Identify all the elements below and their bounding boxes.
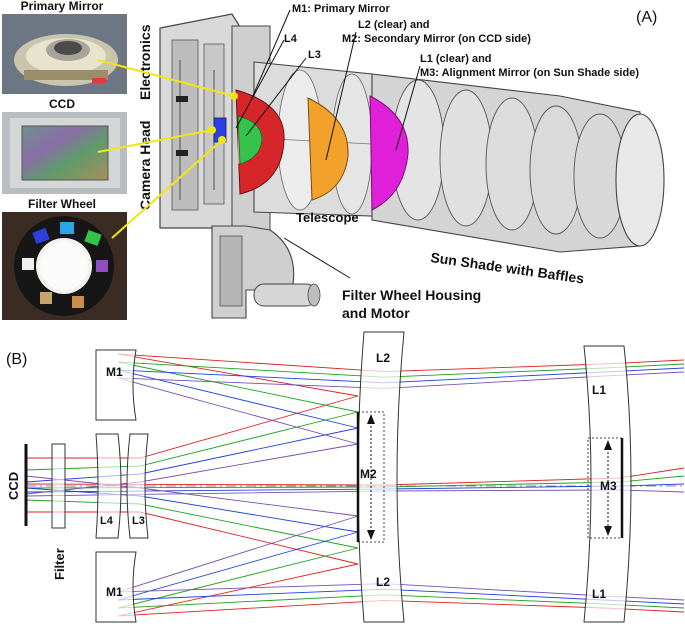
m3-aperture-box (587, 437, 623, 539)
label-l1-top: L1 (592, 383, 606, 397)
label-filter: Filter (52, 548, 67, 580)
ray-center-1 (25, 475, 685, 489)
m2-aperture-box (357, 411, 385, 543)
lens-l1-alignment-mirror (369, 95, 409, 211)
ray-center-3 (25, 489, 685, 497)
label-fw-housing-line1: Filter Wheel Housing (342, 287, 481, 303)
photo-title-primary-mirror: Primary Mirror (21, 0, 104, 13)
label-m1-primary-mirror: M1: Primary Mirror (292, 3, 391, 15)
label-l2-bottom: L2 (376, 575, 390, 589)
label-l1-bottom: L1 (592, 587, 606, 601)
panel-b: (B) CCD Filter M1 M1 L4 L3 L2 L2 M2 (6, 331, 685, 623)
panel-tag-b: (B) (6, 351, 27, 368)
l4-element (95, 433, 122, 539)
lens-l2-secondary-mirror (307, 97, 349, 201)
photo-leader-lines (97, 59, 238, 239)
photo-primary-mirror (2, 14, 127, 94)
label-m2: M2 (360, 467, 377, 481)
l3-element (126, 433, 149, 539)
photo-title-ccd: CCD (49, 97, 75, 111)
label-l2-line1: L2 (clear) and (358, 19, 430, 31)
sun-shade (371, 73, 665, 253)
label-electronics: Electronics (137, 24, 153, 100)
photo-filter-wheel (2, 212, 127, 320)
photo-title-filter-wheel: Filter Wheel (28, 197, 96, 211)
m2-arrow-head-down (367, 530, 375, 540)
m3-arrow-head-down (604, 526, 612, 536)
label-camera-head: Camera Head (137, 121, 153, 211)
filter-wheel-housing (211, 225, 321, 319)
label-l4: L4 (100, 515, 114, 527)
label-l3: L3 (132, 515, 145, 527)
label-l3: L3 (308, 49, 321, 61)
ray-center-0 (25, 467, 685, 486)
camera-head-housing (159, 13, 271, 237)
m2-arrow-head-up (367, 414, 375, 424)
panel-a: Primary Mirror CCD (2, 0, 665, 321)
photo-ccd (2, 112, 127, 194)
label-m3: M3 (600, 479, 617, 493)
ray-center-2 (25, 483, 685, 493)
label-ccd: CCD (6, 472, 21, 500)
m1-bottom-element (95, 551, 137, 623)
label-fw-housing-line2: and Motor (342, 305, 410, 321)
label-l4: L4 (284, 33, 298, 45)
label-sun-shade: Sun Shade with Baffles (430, 249, 586, 286)
label-m1-bottom: M1 (106, 585, 123, 599)
label-l2-top: L2 (376, 351, 390, 365)
annotation-leaders (235, 9, 421, 279)
lens-l3 (237, 115, 263, 165)
label-l1-line2: M3: Alignment Mirror (on Sun Shade side) (420, 67, 639, 79)
m3-arrow-head-up (604, 440, 612, 450)
label-l1-line1: L1 (clear) and (420, 53, 492, 65)
label-telescope: Telescope (296, 210, 359, 225)
l1-element (583, 345, 632, 623)
panel-tag-a: (A) (636, 9, 657, 26)
m1-top-element (95, 349, 137, 421)
label-l2-line2: M2: Secondary Mirror (on CCD side) (342, 33, 531, 45)
filter-element (51, 443, 66, 529)
label-m1-top: M1 (106, 365, 123, 379)
